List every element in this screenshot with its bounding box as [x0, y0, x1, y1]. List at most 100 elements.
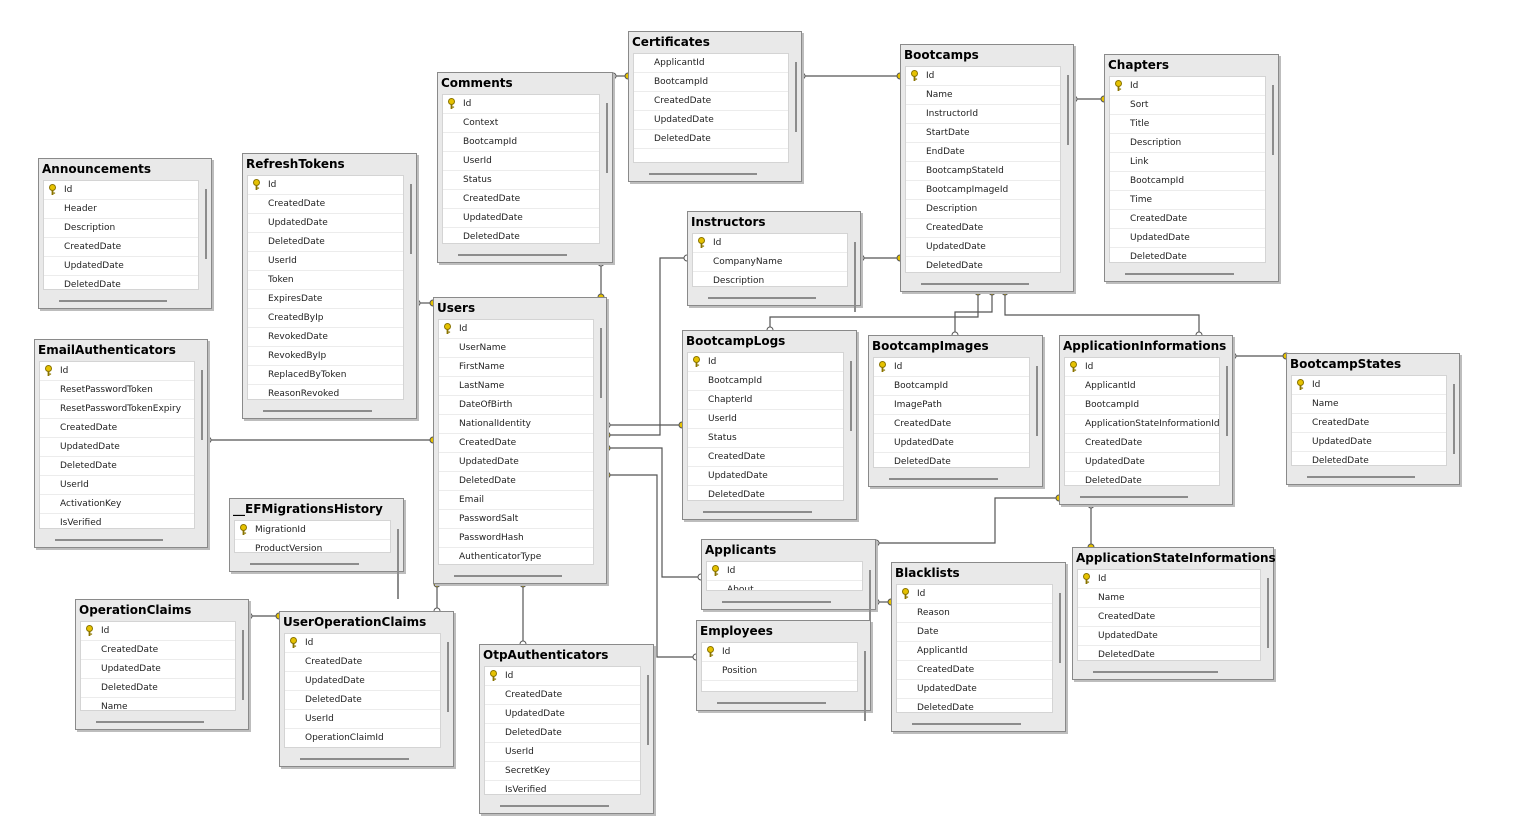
- column-row[interactable]: DeletedDate: [439, 472, 593, 491]
- column-row[interactable]: BootcampImageId: [906, 181, 1060, 200]
- column-row[interactable]: UserId: [248, 252, 403, 271]
- column-row[interactable]: UpdatedDate: [285, 672, 440, 691]
- column-row[interactable]: DeletedDate: [248, 233, 403, 252]
- column-row[interactable]: BootcampStateId: [906, 162, 1060, 181]
- column-row[interactable]: Id: [693, 234, 847, 253]
- table-title[interactable]: Certificates: [632, 35, 710, 49]
- horizontal-scrollbar[interactable]: [912, 723, 1021, 725]
- column-row[interactable]: DeletedDate: [1110, 248, 1265, 262]
- column-row[interactable]: Name: [81, 698, 235, 710]
- table-title[interactable]: Users: [437, 301, 476, 315]
- column-row[interactable]: Id: [1110, 77, 1265, 96]
- column-row[interactable]: Description: [906, 200, 1060, 219]
- column-row[interactable]: Id: [1065, 358, 1219, 377]
- column-row[interactable]: DeletedDate: [874, 453, 1029, 467]
- table-title[interactable]: RefreshTokens: [246, 157, 345, 171]
- relationship-line-applicants-users[interactable]: [607, 447, 701, 578]
- horizontal-scrollbar[interactable]: [454, 575, 562, 577]
- column-row[interactable]: UserId: [443, 152, 599, 171]
- column-row[interactable]: UpdatedDate: [634, 111, 788, 130]
- column-row[interactable]: Id: [439, 320, 593, 339]
- column-row[interactable]: RevokedDate: [248, 328, 403, 347]
- column-row[interactable]: DeletedDate: [443, 228, 599, 243]
- vertical-scrollbar[interactable]: [864, 651, 866, 721]
- relationship-line-employees-users[interactable]: [607, 474, 696, 658]
- table-title[interactable]: Announcements: [42, 162, 152, 176]
- column-row[interactable]: CompanyName: [693, 253, 847, 272]
- column-row[interactable]: UpdatedDate: [1292, 433, 1446, 452]
- column-row[interactable]: Id: [485, 667, 640, 686]
- column-row[interactable]: DeletedDate: [688, 486, 843, 500]
- horizontal-scrollbar[interactable]: [722, 601, 831, 603]
- column-row[interactable]: Id: [688, 353, 843, 372]
- column-row[interactable]: Link: [1110, 153, 1265, 172]
- column-row[interactable]: DeletedDate: [634, 130, 788, 149]
- horizontal-scrollbar[interactable]: [708, 297, 816, 299]
- column-row[interactable]: DeletedDate: [1078, 646, 1260, 660]
- column-row[interactable]: BootcampId: [1110, 172, 1265, 191]
- column-row[interactable]: UpdatedDate: [485, 705, 640, 724]
- column-row[interactable]: Id: [443, 95, 599, 114]
- horizontal-scrollbar[interactable]: [649, 173, 757, 175]
- table-title[interactable]: OperationClaims: [79, 603, 192, 617]
- relationship-line-instructors-users[interactable]: [607, 257, 687, 436]
- column-row[interactable]: Id: [707, 562, 862, 581]
- table-title[interactable]: BootcampStates: [1290, 357, 1402, 371]
- column-row[interactable]: Id: [874, 358, 1029, 377]
- horizontal-scrollbar[interactable]: [1093, 671, 1218, 673]
- column-row[interactable]: UpdatedDate: [897, 680, 1052, 699]
- column-row[interactable]: CreatedDate: [906, 219, 1060, 238]
- horizontal-scrollbar[interactable]: [300, 758, 409, 760]
- table-title[interactable]: OtpAuthenticators: [483, 648, 609, 662]
- column-row[interactable]: ResetPasswordTokenExpiry: [40, 400, 194, 419]
- table-title[interactable]: UserOperationClaims: [283, 615, 427, 629]
- column-row[interactable]: Id: [702, 643, 857, 662]
- column-row[interactable]: UpdatedDate: [44, 257, 198, 276]
- column-row[interactable]: CreatedDate: [897, 661, 1052, 680]
- column-row[interactable]: Name: [1292, 395, 1446, 414]
- relationship-line-applicants-appinfos[interactable]: [876, 497, 1059, 544]
- column-row[interactable]: Context: [443, 114, 599, 133]
- column-row[interactable]: DeletedDate: [1292, 452, 1446, 465]
- column-row[interactable]: ApplicantId: [897, 642, 1052, 661]
- table-title[interactable]: Instructors: [691, 215, 766, 229]
- vertical-scrollbar[interactable]: [795, 62, 797, 132]
- column-row[interactable]: ExpiresDate: [248, 290, 403, 309]
- column-row[interactable]: CreatedDate: [439, 434, 593, 453]
- column-row[interactable]: CreatedDate: [81, 641, 235, 660]
- column-row[interactable]: CreatedDate: [285, 653, 440, 672]
- column-row[interactable]: Sort: [1110, 96, 1265, 115]
- table-title[interactable]: __EFMigrationsHistory: [233, 502, 383, 516]
- column-row[interactable]: CreatedDate: [248, 195, 403, 214]
- horizontal-scrollbar[interactable]: [717, 702, 826, 704]
- column-row[interactable]: ChapterId: [688, 391, 843, 410]
- table-title[interactable]: Blacklists: [895, 566, 960, 580]
- column-row[interactable]: Status: [688, 429, 843, 448]
- column-row[interactable]: Name: [1078, 589, 1260, 608]
- column-row[interactable]: UpdatedDate: [443, 209, 599, 228]
- column-row[interactable]: ApplicantId: [634, 54, 788, 73]
- column-row[interactable]: CreatedDate: [44, 238, 198, 257]
- column-row[interactable]: UpdatedDate: [1065, 453, 1219, 472]
- vertical-scrollbar[interactable]: [410, 184, 412, 254]
- column-row[interactable]: BootcampId: [443, 133, 599, 152]
- column-row[interactable]: Id: [1292, 376, 1446, 395]
- column-row[interactable]: DeletedDate: [81, 679, 235, 698]
- column-row[interactable]: DeletedDate: [40, 457, 194, 476]
- column-row[interactable]: InstructorId: [906, 105, 1060, 124]
- column-row[interactable]: CreatedDate: [688, 448, 843, 467]
- column-row[interactable]: UpdatedDate: [688, 467, 843, 486]
- table-title[interactable]: EmailAuthenticators: [38, 343, 176, 357]
- column-row[interactable]: DeletedDate: [44, 276, 198, 289]
- column-row[interactable]: SecretKey: [485, 762, 640, 781]
